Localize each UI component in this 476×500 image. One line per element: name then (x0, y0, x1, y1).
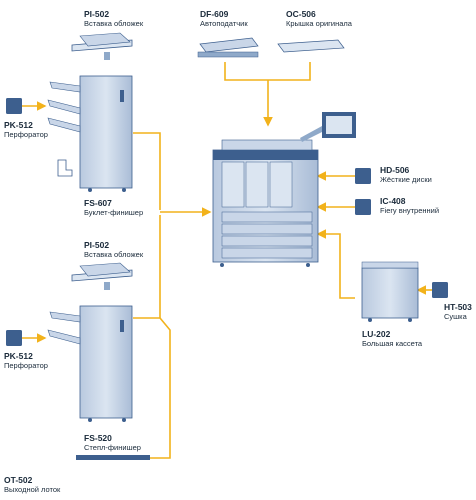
label-desc: Большая кассета (362, 339, 423, 348)
connectors (22, 62, 432, 459)
label-desc: Fiery внутренний (380, 206, 440, 215)
label-desc: Перфоратор (4, 361, 48, 370)
lu202-device (361, 261, 419, 322)
label-desc: Буклет-финишер (84, 208, 144, 217)
connector-fs607 (133, 132, 161, 210)
label-df609: DF-609 Автоподатчик (200, 9, 248, 29)
fs520-device (47, 305, 133, 422)
label-code: OC-506 (286, 9, 316, 19)
label-desc: Вставка обложек (84, 250, 144, 259)
label-code: PI-502 (84, 9, 110, 19)
connector-fs520 (133, 215, 161, 319)
label-pi502-bottom: PI-502 Вставка обложек (84, 240, 144, 260)
label-desc: Сушка (444, 312, 467, 321)
label-desc: Выходной лоток (4, 485, 61, 494)
label-fs607: FS-607 Буклет-финишер (84, 198, 144, 218)
hd506-device (355, 168, 371, 184)
connector-oc506 (268, 62, 311, 81)
label-desc: Перфоратор (4, 130, 48, 139)
label-code: FS-520 (84, 433, 112, 443)
label-ot502: OT-502 Выходной лоток (4, 475, 61, 495)
label-ic408: IC-408 Fiery внутренний (380, 196, 440, 216)
label-code: IC-408 (380, 196, 406, 206)
label-code: HD-506 (380, 165, 410, 175)
label-fs520: FS-520 Степл-финишер (84, 433, 141, 453)
connector-ot502 (150, 317, 171, 459)
label-desc: Жёсткие диски (380, 175, 432, 184)
main-unit-device (212, 112, 356, 267)
label-hd506: HD-506 Жёсткие диски (380, 165, 432, 185)
pi502-top-device (71, 32, 133, 60)
oc506-device (277, 39, 345, 53)
label-pk512-bottom: PK-512 Перфоратор (4, 351, 48, 371)
df609-device (197, 37, 259, 58)
label-lu202: LU-202 Большая кассета (362, 329, 423, 349)
label-desc: Вставка обложек (84, 19, 144, 28)
label-code: OT-502 (4, 475, 33, 485)
label-pk512-top: PK-512 Перфоратор (4, 120, 48, 140)
label-desc: Степл-финишер (84, 443, 141, 452)
ht503-device (432, 282, 448, 298)
ot502-device (76, 455, 150, 460)
label-code: HT-503 (444, 302, 472, 312)
label-code: PK-512 (4, 351, 33, 361)
connector-df609 (224, 62, 268, 81)
label-code: FS-607 (84, 198, 112, 208)
label-desc: Крышка оригинала (286, 19, 352, 28)
label-code: LU-202 (362, 329, 391, 339)
label-code: PK-512 (4, 120, 33, 130)
pk512-bottom-device (6, 330, 22, 346)
label-oc506: OC-506 Крышка оригинала (286, 9, 352, 29)
label-code: DF-609 (200, 9, 229, 19)
label-ht503: HT-503 Сушка (444, 302, 472, 322)
connector-lu202 (316, 229, 355, 299)
ic408-device (355, 199, 371, 215)
label-pi502-top: PI-502 Вставка обложек (84, 9, 144, 29)
pi502-bottom-device (71, 262, 133, 290)
pk512-top-device (6, 98, 22, 114)
label-desc: Автоподатчик (200, 19, 248, 28)
label-code: PI-502 (84, 240, 110, 250)
fs607-device (47, 75, 133, 192)
